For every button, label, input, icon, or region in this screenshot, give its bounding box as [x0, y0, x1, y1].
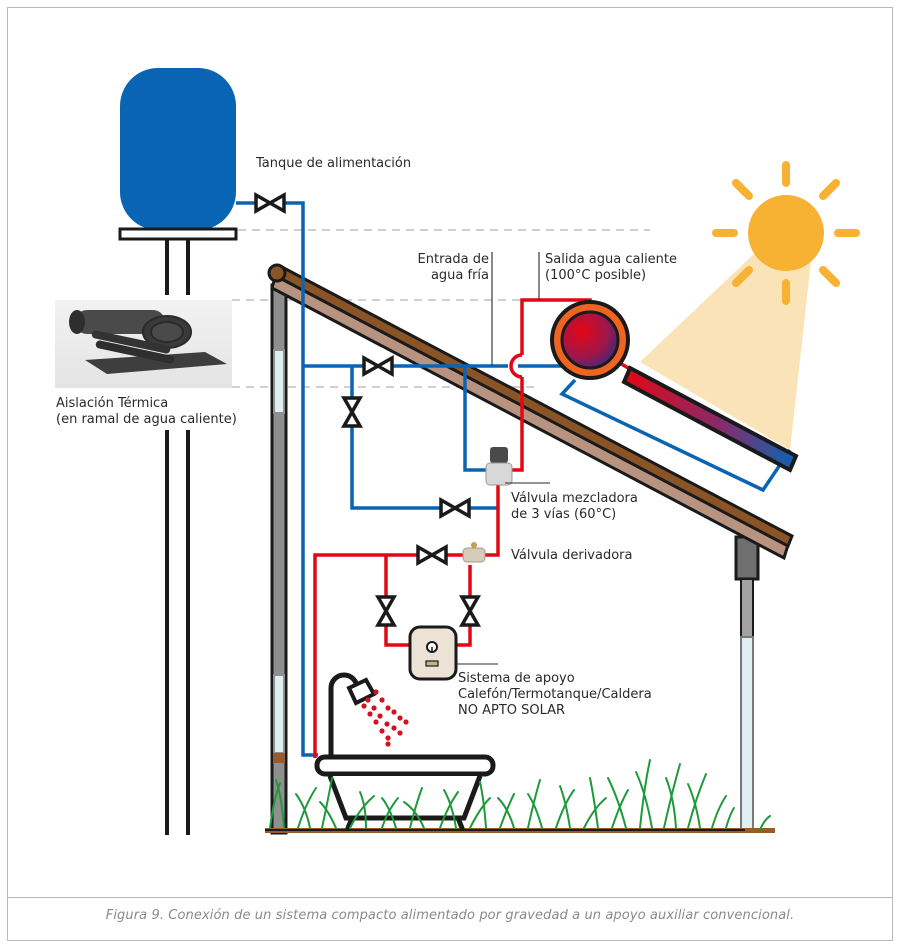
bathtub-icon	[314, 754, 496, 831]
insulation-label-line2: (en ramal de agua caliente)	[56, 412, 237, 427]
figure-caption: Figura 9. Conexión de un sistema compact…	[105, 908, 795, 923]
mixing-valve-label-line2: de 3 vías (60°C)	[511, 507, 617, 522]
cold-inlet-label: Entrada de agua fría	[400, 252, 489, 284]
insulation-label: Aislación Térmica (en ramal de agua cali…	[56, 396, 237, 428]
leader-lines	[491, 252, 540, 366]
valve-icon[interactable]	[374, 595, 398, 627]
diverter-valve-label: Válvula derivadora	[511, 548, 633, 563]
mixing-valve-label: Válvula mezcladora de 3 vías (60°C)	[511, 491, 638, 523]
caption-divider	[7, 897, 893, 898]
cold-inlet-label-line2: agua fría	[430, 268, 489, 283]
water-heater-icon[interactable]	[408, 625, 498, 681]
insulation-photo	[55, 300, 232, 388]
solar-system-diagram	[118, 68, 860, 835]
valve-icon[interactable]	[458, 595, 482, 627]
solar-storage-tank	[550, 300, 630, 380]
cold-inlet-label-line1: Entrada de	[417, 252, 489, 267]
diverter-valve-icon[interactable]	[462, 542, 486, 563]
mixing-valve-icon[interactable]	[485, 447, 550, 486]
backup-system-label-line3: NO APTO SOLAR	[458, 703, 566, 718]
valve-icon[interactable]	[439, 496, 471, 520]
sun-beam	[640, 250, 812, 450]
hot-outlet-label-line2: (100°C posible)	[545, 268, 647, 283]
insulation-label-line1: Aislación Térmica	[56, 396, 169, 411]
valve-icon[interactable]	[362, 354, 394, 378]
valve-icon[interactable]	[254, 191, 286, 215]
backup-system-label: Sistema de apoyo Calefón/Termotanque/Cal…	[458, 671, 652, 719]
grass	[269, 759, 771, 831]
mixing-valve-label-line1: Válvula mezcladora	[511, 491, 638, 506]
feed-tank-label: Tanque de alimentación	[256, 156, 412, 171]
roof	[267, 263, 794, 561]
right-post	[734, 535, 760, 830]
valve-icon[interactable]	[416, 543, 448, 567]
shower-icon	[328, 672, 409, 757]
backup-system-label-line1: Sistema de apoyo	[458, 671, 575, 686]
hot-outlet-label-line1: Salida agua caliente	[545, 252, 678, 267]
left-post	[270, 283, 288, 835]
backup-system-label-line2: Calefón/Termotanque/Caldera	[458, 687, 652, 702]
solar-panel	[621, 365, 799, 473]
valve-icon[interactable]	[340, 396, 364, 428]
figure-frame	[7, 7, 893, 941]
feed-tank	[118, 68, 238, 835]
sun-icon	[712, 161, 860, 305]
hot-outlet-label: Salida agua caliente (100°C posible)	[545, 252, 677, 284]
